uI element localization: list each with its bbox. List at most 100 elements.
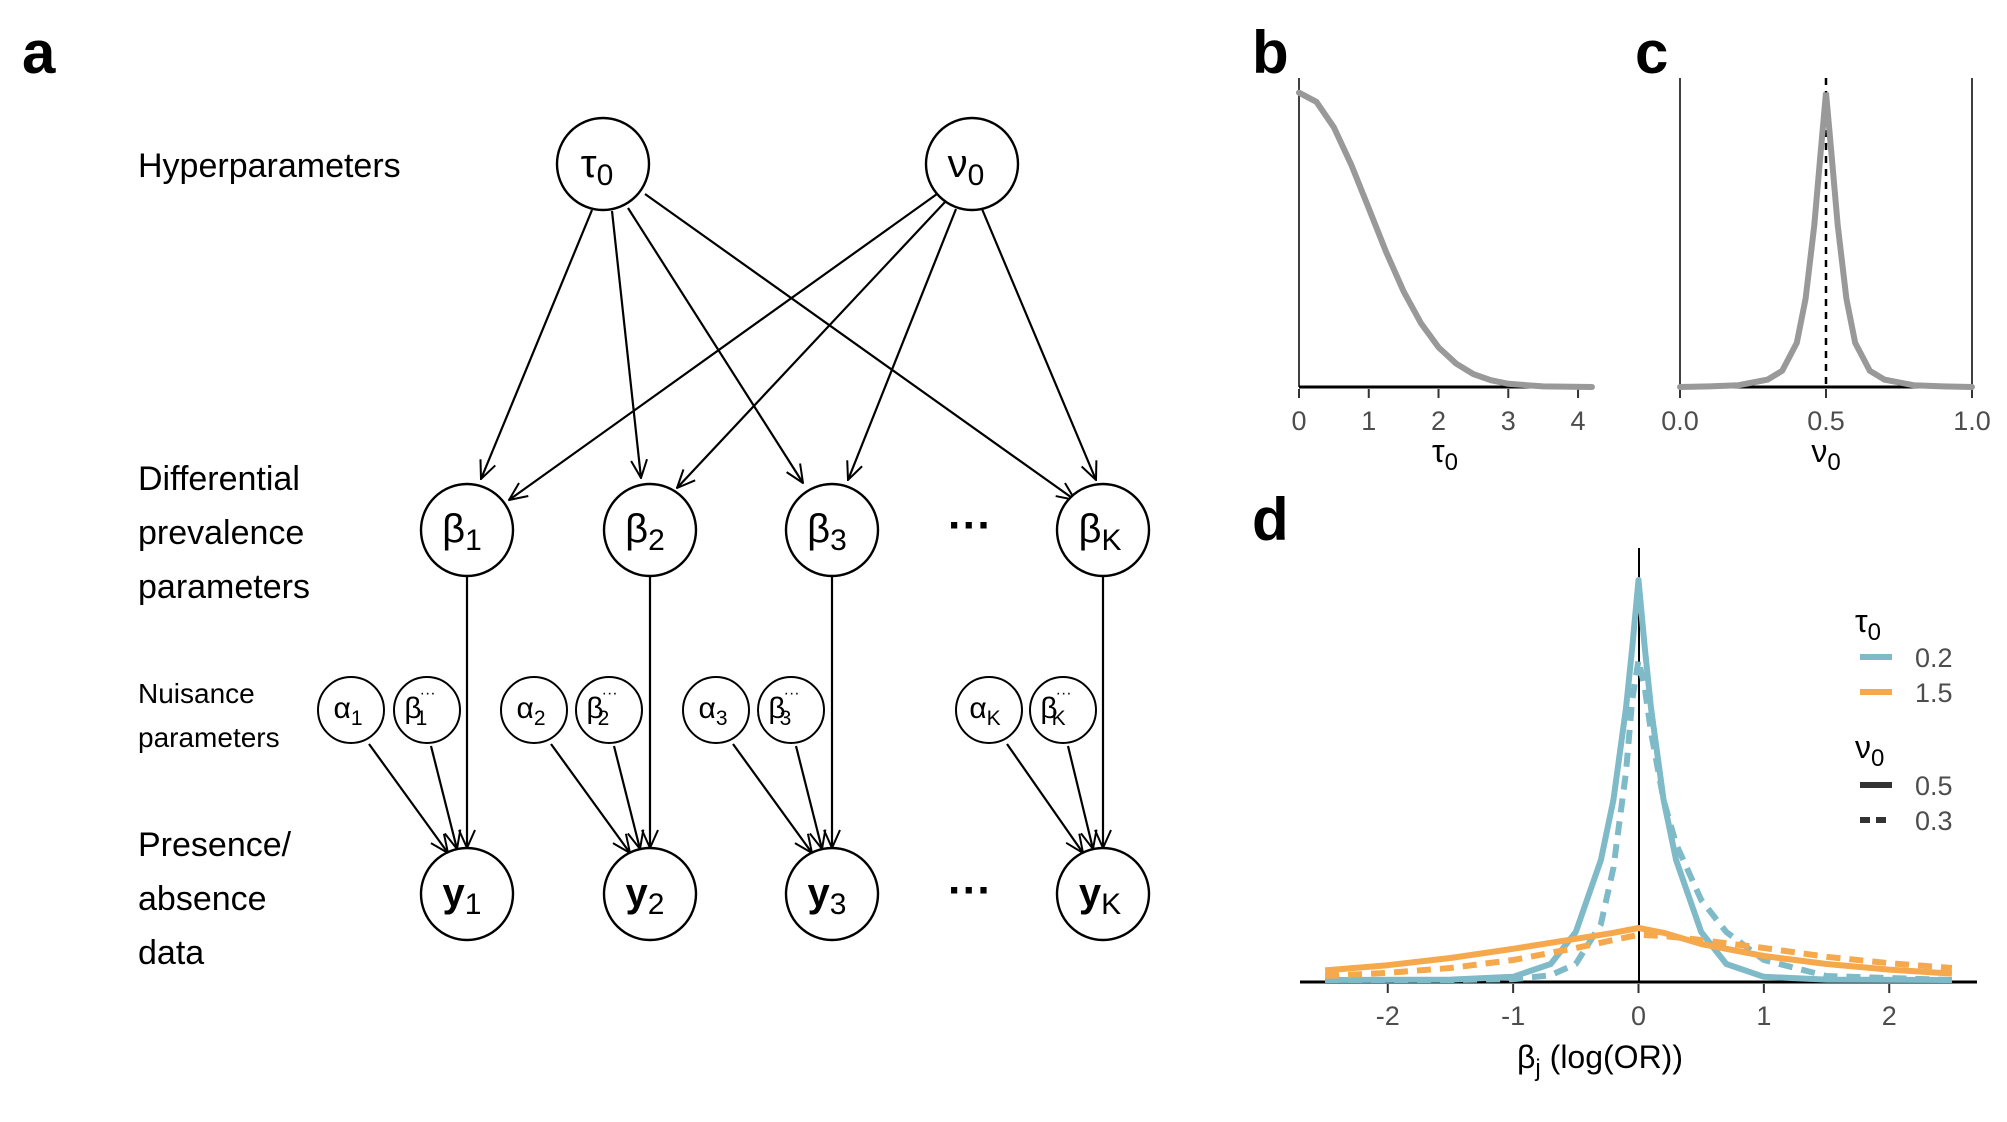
node-betadot2: β···2	[575, 676, 643, 744]
node-betadotK: β···K	[1029, 676, 1097, 744]
panel-label-d: d	[1252, 486, 1289, 553]
svg-text:αK: αK	[969, 692, 1000, 730]
row-label-prevalence: prevalence	[138, 514, 304, 552]
svg-text:y1: y1	[443, 871, 482, 921]
node-tau0: τ0	[555, 116, 651, 212]
row-label-data: data	[138, 934, 204, 972]
chart-d-series-tau0.2-nu0.5	[1325, 577, 1952, 983]
node-beta2: β2	[602, 482, 698, 578]
panel-label-c: c	[1635, 19, 1668, 86]
edge-alpha1-y1	[368, 743, 448, 853]
edge-tau-beta3	[627, 207, 803, 483]
edge-betadot2-y2	[612, 745, 640, 849]
svg-text:ν0: ν0	[948, 142, 985, 192]
node-betaK: βK	[1055, 482, 1151, 578]
chart-2-tick-label: 0	[1631, 1001, 1646, 1031]
row-label-hyperparameters: Hyperparameters	[138, 147, 401, 185]
chart-d: -2 -1 0 1 2 βj (log(OR)) τ0 0.2 1.5 ν0 0.5 0…	[1300, 548, 1977, 1082]
node-alphaK: αK	[955, 676, 1023, 744]
chart-0-tick-label: 1	[1361, 406, 1376, 436]
node-alpha3: α3	[682, 676, 750, 744]
chart-2-tick-label: -1	[1501, 1001, 1525, 1031]
dag-panel: Hyperparameters Differential prevalence …	[138, 116, 1151, 972]
edge-nu-beta3	[848, 208, 958, 480]
svg-text:βK: βK	[1078, 507, 1121, 557]
svg-text:β2: β2	[625, 507, 665, 557]
edge-betadot3-y3	[794, 745, 822, 849]
node-beta3: β3	[784, 482, 880, 578]
svg-text:yK: yK	[1079, 871, 1121, 921]
node-beta1: β1	[419, 482, 515, 578]
svg-text:α2: α2	[516, 692, 545, 730]
row-label-absence: absence	[138, 880, 267, 918]
edge-alphaK-yK	[1006, 743, 1083, 853]
svg-text:β3: β3	[807, 507, 847, 557]
ellipsis-beta: ···	[948, 501, 992, 550]
panel-label-b: b	[1252, 19, 1289, 86]
chart-2-tick-label: 2	[1882, 1001, 1897, 1031]
chart-d-series-tau1.5-nu0.3	[1324, 931, 1953, 979]
legend-tau-1.5-label: 1.5	[1915, 678, 1953, 708]
svg-text:y2: y2	[626, 871, 665, 921]
node-betadot1: β···1	[393, 676, 461, 744]
chart-0-tick-label: 3	[1501, 406, 1516, 436]
edge-alpha2-y2	[550, 743, 630, 853]
legend-tau-0.2-label: 0.2	[1915, 643, 1953, 673]
svg-text:τ0: τ0	[581, 142, 614, 192]
edge-nu-beta2	[677, 201, 946, 488]
chart-2-tick-label: -2	[1376, 1001, 1400, 1031]
edge-tau-beta1	[481, 209, 594, 479]
chart-1-tick-label: 0.5	[1807, 406, 1845, 436]
chart-c-series-line	[1677, 92, 1975, 390]
node-alpha1: α1	[317, 676, 385, 744]
node-nu0: ν0	[924, 116, 1020, 212]
node-y3: y3	[784, 846, 880, 942]
node-yK: yK	[1055, 846, 1151, 942]
edge-nu-beta1	[509, 193, 938, 500]
ellipsis-y: ···	[948, 866, 992, 915]
svg-text:β···2: β···2	[586, 685, 617, 730]
chart-b-xlabel: τ0	[1432, 433, 1458, 476]
edge-betadot1-y1	[429, 745, 457, 849]
row-label-differential: Differential	[138, 460, 300, 498]
row-label-parameters: parameters	[138, 568, 310, 606]
edge-betadotK-yK	[1066, 745, 1093, 849]
edge-tau-beta2	[610, 210, 641, 478]
svg-text:β···1: β···1	[404, 685, 435, 730]
edge-tau-betaK	[644, 193, 1075, 500]
chart-d-series-tau0.2-nu0.3	[1325, 657, 1952, 983]
edge-nu-betaK	[980, 208, 1096, 480]
chart-2-tick-label: 1	[1756, 1001, 1771, 1031]
chart-c-xlabel: ν0	[1811, 433, 1840, 476]
chart-0-tick-label: 0	[1291, 406, 1306, 436]
svg-text:β···K: β···K	[1040, 685, 1071, 730]
legend-nu-0.5-label: 0.5	[1915, 771, 1953, 801]
legend-nu-0.3-label: 0.3	[1915, 806, 1953, 836]
svg-text:β1: β1	[442, 507, 482, 557]
chart-0-tick-label: 2	[1431, 406, 1446, 436]
chart-d-series-tau1.5-nu0.5	[1324, 925, 1953, 977]
node-betadot3: β···3	[757, 676, 825, 744]
svg-text:α1: α1	[333, 692, 362, 730]
row-label-presence: Presence/	[138, 826, 292, 864]
legend-tau-title: τ0	[1855, 603, 1881, 646]
chart-1-tick-label: 1.0	[1953, 406, 1991, 436]
svg-text:α3: α3	[698, 692, 727, 730]
legend-nu-title: ν0	[1855, 729, 1884, 772]
node-y2: y2	[602, 846, 698, 942]
edge-alpha3-y3	[732, 743, 812, 853]
panel-label-a: a	[22, 19, 56, 86]
svg-text:β···3: β···3	[768, 685, 799, 730]
node-y1: y1	[419, 846, 515, 942]
node-alpha2: α2	[500, 676, 568, 744]
chart-1-tick-label: 0.0	[1661, 406, 1699, 436]
chart-b: 0 1 2 3 4 τ0	[1291, 78, 1595, 476]
chart-0-tick-label: 4	[1571, 406, 1586, 436]
chart-d-xlabel: βj (log(OR))	[1517, 1039, 1683, 1082]
row-label-nuisance: Nuisance	[138, 678, 255, 709]
chart-d-legend: τ0 0.2 1.5 ν0 0.5 0.3	[1855, 603, 1953, 836]
chart-b-series-line	[1296, 89, 1595, 390]
chart-c: 0.0 0.5 1.0 ν0	[1661, 78, 1991, 476]
svg-text:y3: y3	[808, 871, 847, 921]
